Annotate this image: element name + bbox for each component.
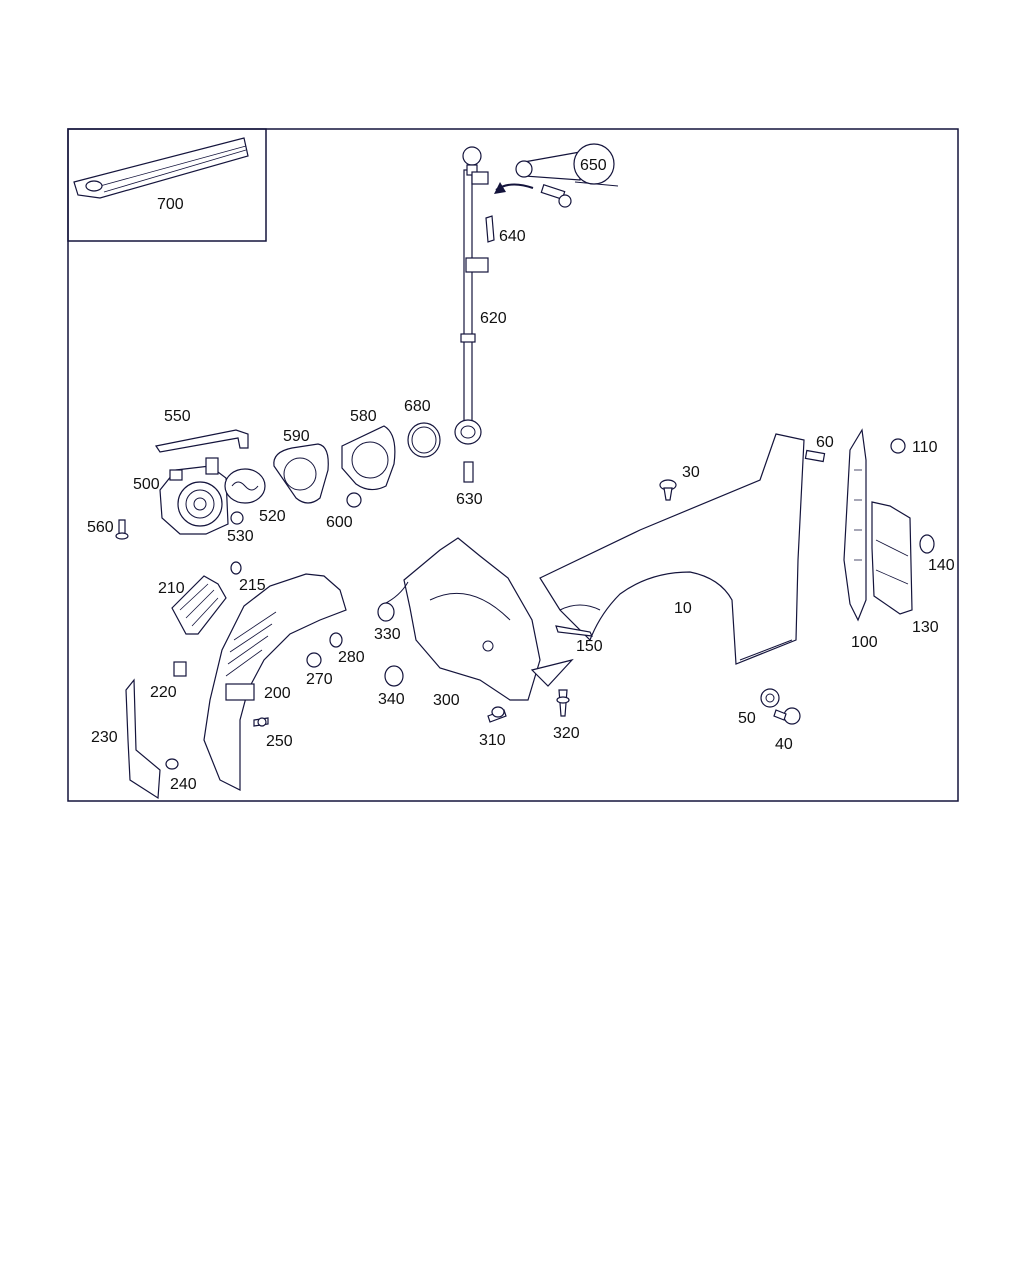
frame-580	[341, 425, 396, 491]
antenna-rod	[454, 146, 489, 445]
diagram-frame	[67, 128, 959, 802]
part-label-150: 150	[576, 638, 603, 655]
part-label-520: 520	[259, 508, 286, 525]
part-label-280: 280	[338, 649, 365, 666]
part-label-210: 210	[158, 580, 185, 597]
strap-part	[73, 137, 249, 199]
screw-560	[118, 519, 126, 535]
part-label-140: 140	[928, 557, 955, 574]
clip-640	[485, 215, 495, 243]
part-label-300: 300	[433, 692, 460, 709]
washer-600	[346, 492, 362, 508]
grommet-140	[919, 534, 935, 554]
part-label-100: 100	[851, 634, 878, 651]
part-label-270: 270	[306, 671, 333, 688]
bushing-650	[494, 143, 619, 208]
liner-300	[403, 537, 541, 701]
bracket-550	[155, 429, 249, 453]
arch-liner-200	[203, 573, 347, 791]
part-label-230: 230	[91, 729, 118, 746]
part-label-60: 60	[816, 434, 834, 451]
part-label-110: 110	[912, 439, 938, 456]
flap-230	[125, 678, 161, 800]
bracket-100	[843, 428, 867, 622]
clip-220	[173, 661, 187, 677]
part-labels: 650 640 620 550 590 580 680 630 500 520 …	[87, 157, 955, 793]
part-label-40: 40	[775, 736, 793, 753]
part-label-630: 630	[456, 491, 483, 508]
post-630	[463, 461, 474, 483]
part-label-220: 220	[150, 684, 177, 701]
part-label-580: 580	[350, 408, 377, 425]
clip-280	[329, 632, 343, 648]
assembly-500	[159, 457, 229, 535]
nut-340	[384, 665, 404, 687]
part-label-680: 680	[404, 398, 431, 415]
nut-530	[230, 511, 244, 525]
clip-215	[230, 561, 242, 575]
part-label-700: 700	[157, 196, 184, 213]
part-label-640: 640	[499, 228, 526, 245]
clip-270	[306, 652, 322, 668]
part-label-340: 340	[378, 691, 405, 708]
part-label-215: 215	[239, 577, 266, 594]
part-label-620: 620	[480, 310, 507, 327]
clip-240	[165, 758, 179, 770]
part-label-240: 240	[170, 776, 197, 793]
part-label-10: 10	[674, 600, 692, 617]
part-label-650: 650	[580, 157, 607, 174]
part-label-530: 530	[227, 528, 254, 545]
fender-10	[539, 433, 805, 665]
nut-50	[760, 688, 780, 708]
part-label-30: 30	[682, 464, 700, 481]
gasket-590	[273, 443, 329, 504]
nut-330	[377, 602, 395, 622]
part-label-600: 600	[326, 514, 353, 531]
ring-680	[407, 422, 441, 458]
cover-130	[871, 501, 913, 615]
part-label-330: 330	[374, 626, 401, 643]
part-label-310: 310	[479, 732, 506, 749]
clip-30	[659, 479, 677, 501]
part-label-320: 320	[553, 725, 580, 742]
part-label-560: 560	[87, 519, 114, 536]
part-label-550: 550	[164, 408, 191, 425]
part-label-500: 500	[133, 476, 160, 493]
inset-box: 700	[67, 128, 267, 242]
part-label-590: 590	[283, 428, 310, 445]
bolt-60	[804, 449, 826, 463]
strip-150	[555, 625, 594, 637]
screw-40	[773, 707, 801, 725]
part-label-50: 50	[738, 710, 756, 727]
screw-110	[890, 438, 906, 454]
part-label-130: 130	[912, 619, 939, 636]
part-label-200: 200	[264, 685, 291, 702]
part-label-250: 250	[266, 733, 293, 750]
